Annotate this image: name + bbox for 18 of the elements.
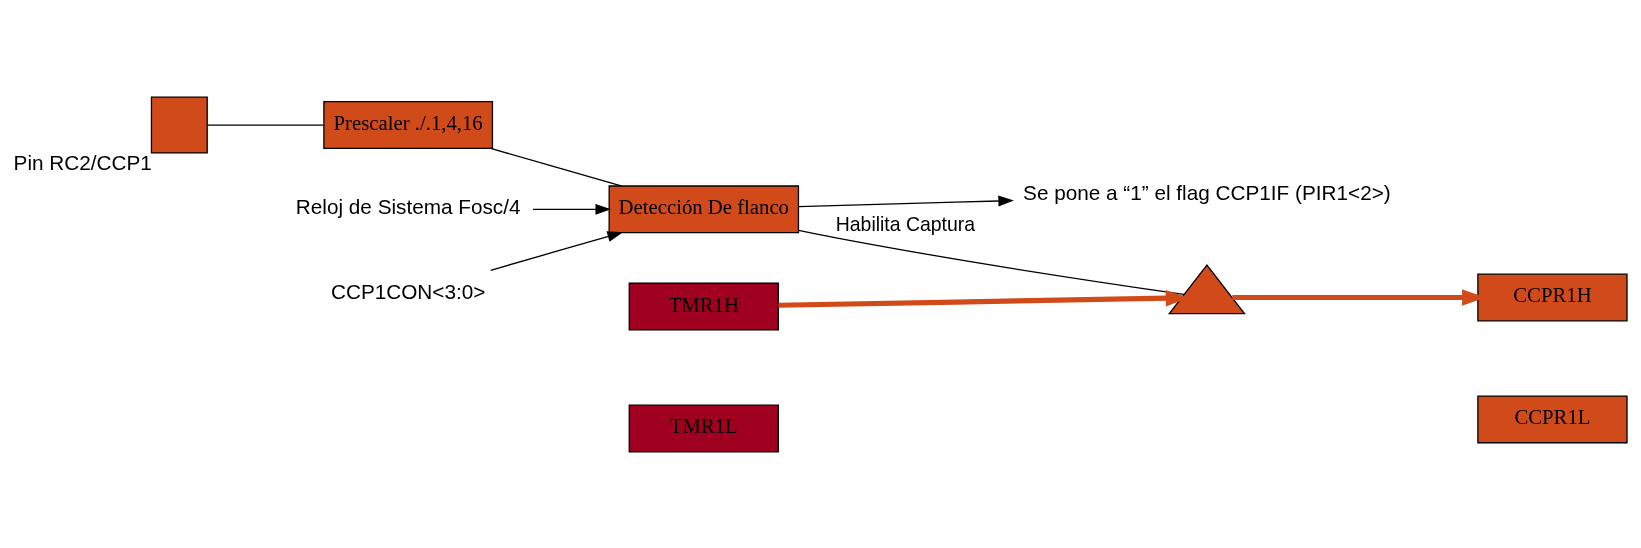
connector: [490, 147, 622, 187]
node-box: CCPR1H: [1477, 273, 1628, 321]
node-box: Prescaler ./.1,4,16: [323, 100, 494, 149]
node-text: Se pone a “1” el flag CCP1IF (PIR1<2>): [1023, 180, 1391, 204]
node-label: Pin RC2/CCP1: [13, 150, 152, 174]
node-box: TMR1L: [628, 404, 779, 452]
arrow: [490, 230, 623, 271]
edge-label: Habilita Captura: [835, 212, 976, 235]
arrow: [798, 195, 1014, 207]
node-box: Detección De flanco: [608, 184, 800, 233]
node-box: [150, 96, 208, 154]
connector: [798, 229, 1185, 295]
arrow: [532, 203, 612, 215]
connector: [206, 123, 325, 126]
node-box: TMR1H: [628, 282, 779, 331]
node-text: CCP1CON<3:0>: [330, 279, 486, 303]
node-box: CCPR1L: [1477, 394, 1628, 443]
node-text: Reloj de Sistema Fosc/4: [295, 194, 521, 218]
